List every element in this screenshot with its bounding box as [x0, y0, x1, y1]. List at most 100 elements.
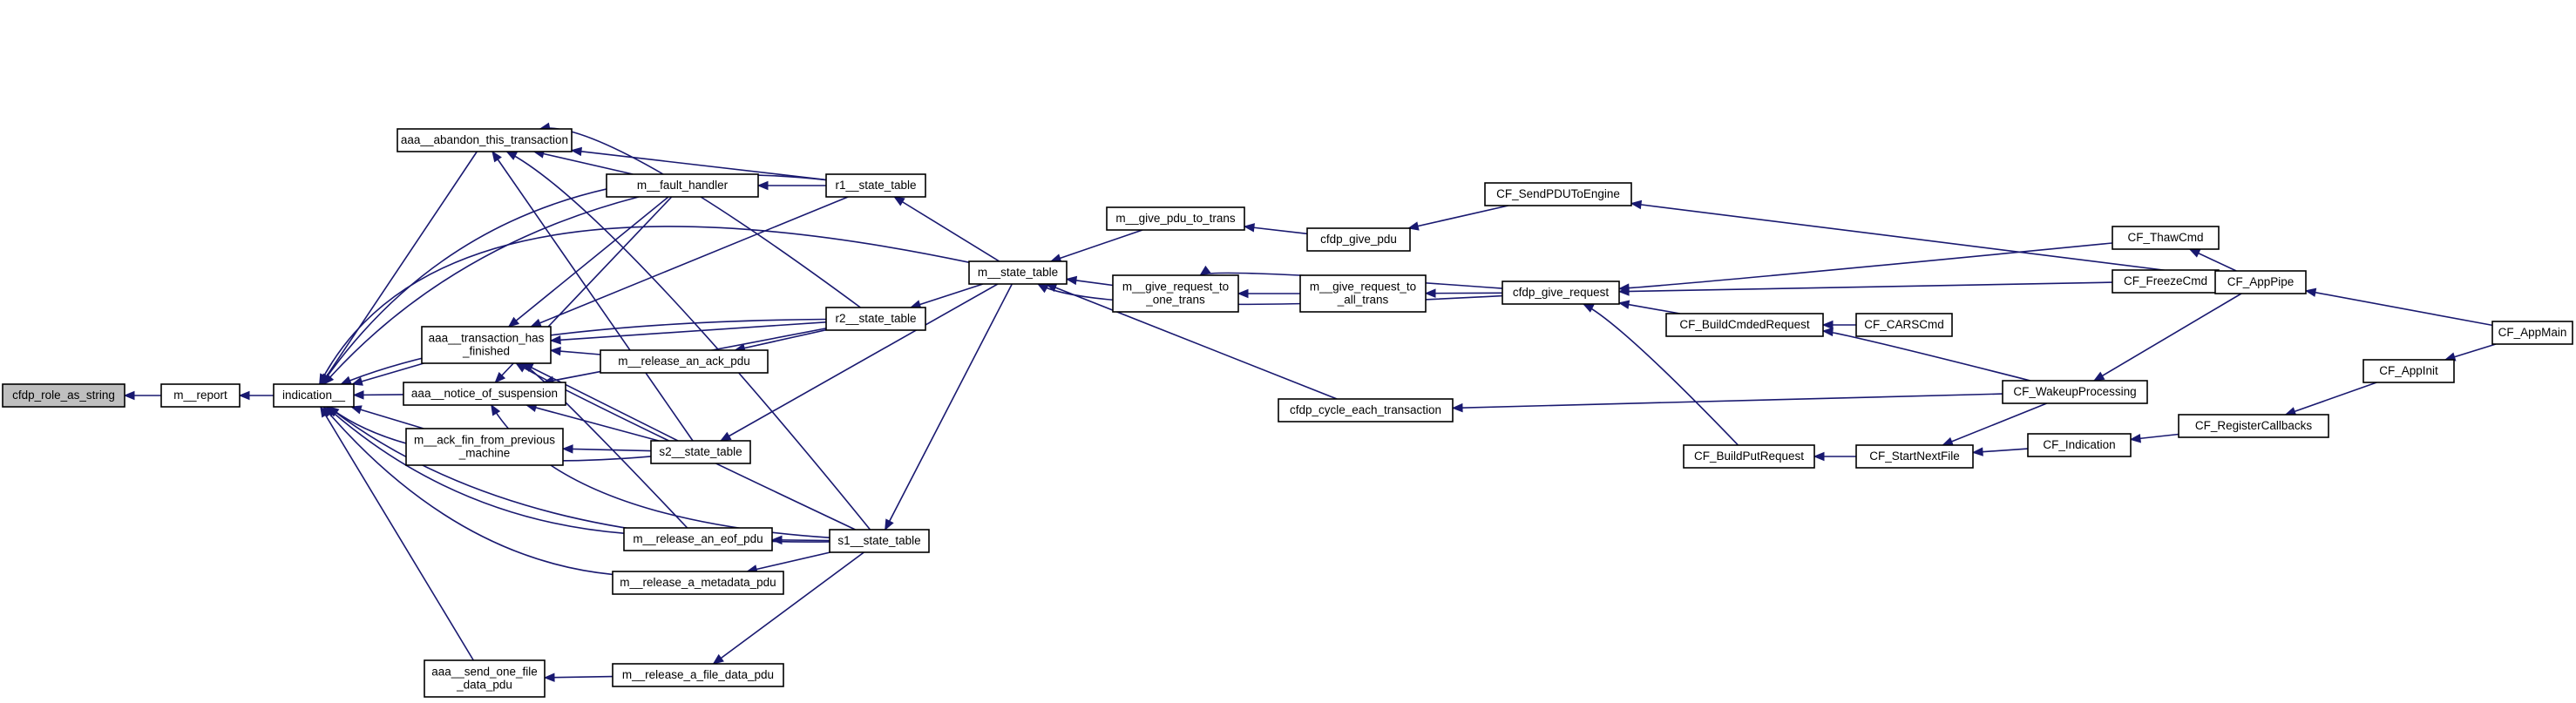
node-label: m__state_table: [978, 266, 1058, 279]
call-edge: [720, 283, 999, 442]
node-box[interactable]: [1665, 313, 1824, 337]
graph-node-cf-appmain[interactable]: CF_AppMain: [2491, 321, 2573, 345]
node-box[interactable]: [405, 428, 564, 466]
node-label: CF_ThawCmd: [2127, 231, 2203, 244]
call-edge: [2285, 382, 2377, 416]
node-box[interactable]: [606, 173, 759, 198]
node-box[interactable]: [829, 529, 930, 553]
edge-arrowhead: [719, 431, 732, 442]
node-label: CF_AppInit: [2379, 364, 2438, 377]
node-label: CF_SendPDUToEngine: [1496, 187, 1620, 200]
edge-arrowhead: [1407, 221, 1420, 231]
call-edge: [515, 362, 856, 531]
node-box[interactable]: [2, 383, 125, 408]
call-edge: [533, 151, 634, 175]
node-box[interactable]: [600, 349, 769, 374]
node-box[interactable]: [1106, 206, 1245, 231]
graph-node-cf-startnext[interactable]: CF_StartNextFile: [1855, 444, 1974, 469]
node-box[interactable]: [612, 571, 784, 595]
graph-node-cfdp-give-request[interactable]: cfdp_give_request: [1502, 281, 1620, 305]
node-box[interactable]: [2178, 414, 2329, 438]
node-box[interactable]: [273, 383, 355, 408]
node-box[interactable]: [397, 128, 573, 152]
node-box[interactable]: [1855, 313, 1953, 337]
edge-arrowhead: [327, 406, 340, 417]
graph-node-cf-sendpdu[interactable]: CF_SendPDUToEngine: [1484, 182, 1632, 206]
node-box[interactable]: [424, 659, 546, 698]
edge-arrowhead: [530, 318, 542, 328]
node-label: aaa__notice_of_suspension: [411, 387, 558, 400]
graph-node-m-release-ack[interactable]: m__release_an_ack_pdu: [600, 349, 769, 374]
graph-node-cf-buildput[interactable]: CF_BuildPutRequest: [1683, 444, 1815, 469]
node-box[interactable]: [1299, 274, 1427, 313]
node-box[interactable]: [1502, 281, 1620, 305]
node-box[interactable]: [1112, 274, 1239, 313]
call-edge: [1822, 330, 2031, 382]
graph-node-r2-state-table[interactable]: r2__state_table: [825, 307, 926, 331]
node-box[interactable]: [1855, 444, 1974, 469]
edge-arrowhead: [515, 362, 527, 373]
graph-node-s2-state-table[interactable]: s2__state_table: [650, 440, 751, 464]
graph-node-cfdp-role-as-string[interactable]: cfdp_role_as_string: [2, 383, 125, 408]
node-label: m__fault_handler: [637, 179, 729, 192]
call-edge: [544, 675, 613, 679]
graph-node-cf-register[interactable]: CF_RegisterCallbacks: [2178, 414, 2329, 438]
node-box[interactable]: [623, 527, 773, 551]
node-label: _data_pdu: [456, 679, 512, 692]
node-box[interactable]: [2214, 270, 2307, 294]
graph-node-aaa-notice[interactable]: aaa__notice_of_suspension: [403, 382, 566, 406]
graph-node-cfdp-give-pdu[interactable]: cfdp_give_pdu: [1306, 227, 1411, 252]
node-box[interactable]: [403, 382, 566, 406]
graph-node-cf-wakeup[interactable]: CF_WakeupProcessing: [2002, 380, 2148, 404]
graph-node-aaa-abandon[interactable]: aaa__abandon_this_transaction: [397, 128, 573, 152]
graph-node-s1-state-table[interactable]: s1__state_table: [829, 529, 930, 553]
graph-node-cf-thaw[interactable]: CF_ThawCmd: [2112, 226, 2220, 250]
node-box[interactable]: [968, 260, 1068, 285]
node-box[interactable]: [825, 173, 926, 198]
graph-node-m-release-file-data[interactable]: m__release_a_file_data_pdu: [612, 663, 784, 687]
node-box[interactable]: [825, 307, 926, 331]
node-label: s2__state_table: [659, 445, 742, 458]
node-box[interactable]: [2027, 433, 2132, 457]
graph-node-m-fault-handler[interactable]: m__fault_handler: [606, 173, 759, 198]
node-box[interactable]: [1278, 398, 1454, 422]
graph-node-cf-buildcmded[interactable]: CF_BuildCmdedRequest: [1665, 313, 1824, 337]
graph-node-aaa-send-one[interactable]: aaa__send_one_file_data_pdu: [424, 659, 546, 698]
node-box[interactable]: [2002, 380, 2148, 404]
node-box[interactable]: [160, 383, 241, 408]
call-edge: [326, 406, 625, 534]
graph-node-cf-apppipe[interactable]: CF_AppPipe: [2214, 270, 2307, 294]
graph-node-r1-state-table[interactable]: r1__state_table: [825, 173, 926, 198]
graph-node-m-give-req-all[interactable]: m__give_request_to_all_trans: [1299, 274, 1427, 313]
edge-arrowhead: [340, 375, 352, 385]
graph-node-cfdp-cycle[interactable]: cfdp_cycle_each_transaction: [1278, 398, 1454, 422]
graph-node-m-report[interactable]: m__report: [160, 383, 241, 408]
node-label: _machine: [458, 447, 511, 460]
graph-node-indication[interactable]: indication__: [273, 383, 355, 408]
call-edge: [562, 448, 652, 452]
edge-arrowhead: [505, 151, 518, 160]
node-box[interactable]: [650, 440, 751, 464]
node-box[interactable]: [612, 663, 784, 687]
node-box[interactable]: [2362, 359, 2455, 383]
graph-node-m-release-metadata[interactable]: m__release_a_metadata_pdu: [612, 571, 784, 595]
graph-node-cf-appinit[interactable]: CF_AppInit: [2362, 359, 2455, 383]
edge-arrowhead: [491, 150, 502, 163]
edge-arrowhead: [322, 405, 334, 418]
graph-node-m-ack-fin[interactable]: m__ack_fin_from_previous_machine: [405, 428, 564, 466]
graph-node-m-give-req-one[interactable]: m__give_request_to_one_trans: [1112, 274, 1239, 313]
node-box[interactable]: [1683, 444, 1815, 469]
call-edge: [571, 149, 827, 181]
graph-node-m-release-eof[interactable]: m__release_an_eof_pdu: [623, 527, 773, 551]
node-box[interactable]: [1484, 182, 1632, 206]
graph-node-cf-freeze[interactable]: CF_FreezeCmd: [2112, 269, 2220, 294]
graph-node-aaa-trans-finished[interactable]: aaa__transaction_has_finished: [421, 326, 552, 364]
graph-node-cf-cars[interactable]: CF_CARSCmd: [1855, 313, 1953, 337]
graph-node-m-state-table[interactable]: m__state_table: [968, 260, 1068, 285]
node-box[interactable]: [2491, 321, 2573, 345]
node-box[interactable]: [421, 326, 552, 364]
node-box[interactable]: [1306, 227, 1411, 252]
graph-node-cf-indication[interactable]: CF_Indication: [2027, 433, 2132, 457]
graph-node-m-give-pdu[interactable]: m__give_pdu_to_trans: [1106, 206, 1245, 231]
node-box[interactable]: [2112, 226, 2220, 250]
